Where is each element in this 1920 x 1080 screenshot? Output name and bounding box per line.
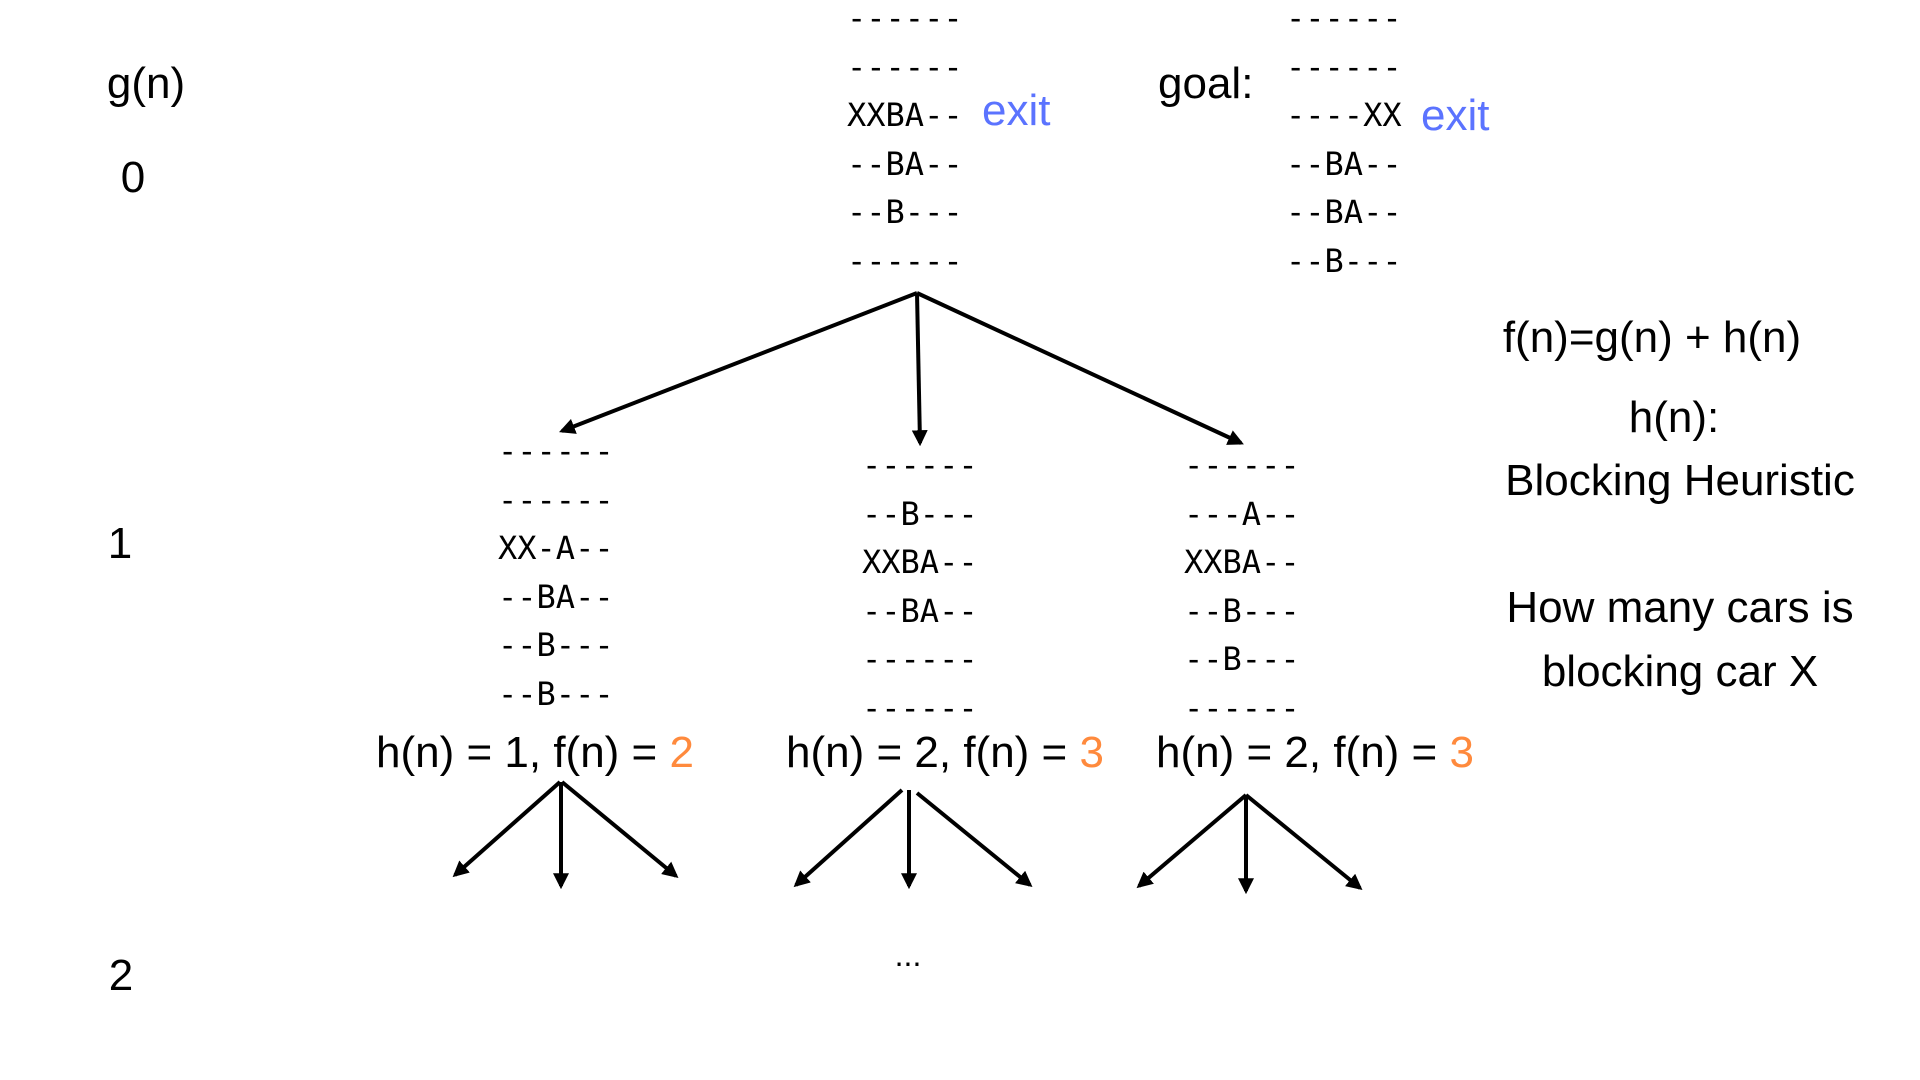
goal-label: goal: [1158, 59, 1254, 108]
heuristic-description-1: How many cars is [1506, 583, 1854, 632]
f-value: 2 [669, 728, 694, 777]
board-row: ------ [862, 446, 978, 484]
score-text: h(n) = 2, f(n) = [786, 728, 1080, 777]
arrow-child1-left [452, 780, 562, 878]
child-1-score: h(n) = 1, f(n) = 2 [376, 731, 694, 775]
goal-board: ------ ------ ----XX --BA-- --BA-- --B--… [1286, 0, 1402, 285]
arrow-root-to-child-3 [916, 291, 1244, 445]
board-row: --B--- [498, 626, 614, 664]
goal-exit-label: exit [1421, 91, 1490, 140]
child-board-3: ------ ---A-- XXBA-- --B--- --B--- -----… [1184, 441, 1300, 732]
board-row: XXBA-- [847, 96, 963, 134]
score-text: h(n) = 1, f(n) = [376, 728, 670, 777]
f-value: 3 [1079, 728, 1104, 777]
heuristic-name: Blocking Heuristic [1505, 456, 1855, 505]
arrow-child3-right [1244, 793, 1363, 891]
board-row: --BA-- [1286, 144, 1402, 183]
board-row: ------ [1184, 688, 1300, 727]
board-row: ---A-- [1184, 494, 1300, 533]
board-row: --BA-- [847, 144, 963, 183]
child-2-score: h(n) = 2, f(n) = 3 [786, 731, 1104, 775]
root-exit-label: exit [982, 86, 1051, 135]
depth-1-label: 1 [107, 519, 133, 568]
child-3-score: h(n) = 2, f(n) = 3 [1156, 731, 1474, 775]
heuristic-title: h(n): [1628, 393, 1720, 442]
board-row: XX-A-- [498, 529, 614, 567]
board-row: --BA-- [498, 577, 614, 616]
depth-2-label: 2 [108, 951, 134, 1000]
board-row: ------ [1286, 47, 1402, 86]
board-row: ------ [847, 47, 963, 86]
arrow-child1-right [560, 780, 679, 879]
board-row: --B--- [1184, 640, 1300, 678]
arrow-child2-left [793, 788, 904, 888]
board-row: --B--- [498, 674, 614, 713]
board-row: --BA-- [1286, 193, 1402, 231]
arrow-root-to-child-2 [911, 292, 928, 447]
arrow-child3-left [1136, 793, 1248, 889]
heuristic-description-2: blocking car X [1541, 647, 1819, 696]
board-row: ----XX [1286, 96, 1402, 134]
formula: f(n)=g(n) + h(n) [1502, 313, 1802, 362]
child-board-1: ------ ------ XX-A-- --BA-- --B--- --B--… [498, 427, 614, 718]
board-row: --BA-- [862, 591, 978, 630]
depth-0-label: 0 [120, 153, 146, 202]
board-row: --B--- [862, 494, 978, 533]
board-row: ------ [498, 480, 614, 519]
board-row: ------ [498, 432, 614, 470]
root-board: ------ ------ XXBA-- --BA-- --B--- -----… [847, 0, 963, 285]
board-row: ------ [847, 0, 963, 37]
f-value: 3 [1449, 728, 1474, 777]
board-row: ------ [862, 688, 978, 727]
board-row: --B--- [1286, 241, 1402, 280]
board-row: --B--- [1184, 591, 1300, 630]
ellipsis: ... [894, 937, 922, 973]
board-row: XXBA-- [862, 543, 978, 581]
arrow-root-to-child-1 [559, 291, 918, 434]
board-row: ------ [1286, 0, 1402, 37]
gn-header: g(n) [106, 59, 186, 108]
arrow-child2-right [915, 791, 1033, 888]
board-row: XXBA-- [1184, 543, 1300, 581]
board-row: --B--- [847, 193, 963, 231]
score-text: h(n) = 2, f(n) = [1156, 728, 1450, 777]
board-row: ------ [862, 640, 978, 678]
board-row: ------ [1184, 446, 1300, 484]
board-row: ------ [847, 241, 963, 280]
child-board-2: ------ --B--- XXBA-- --BA-- ------ -----… [862, 441, 978, 732]
